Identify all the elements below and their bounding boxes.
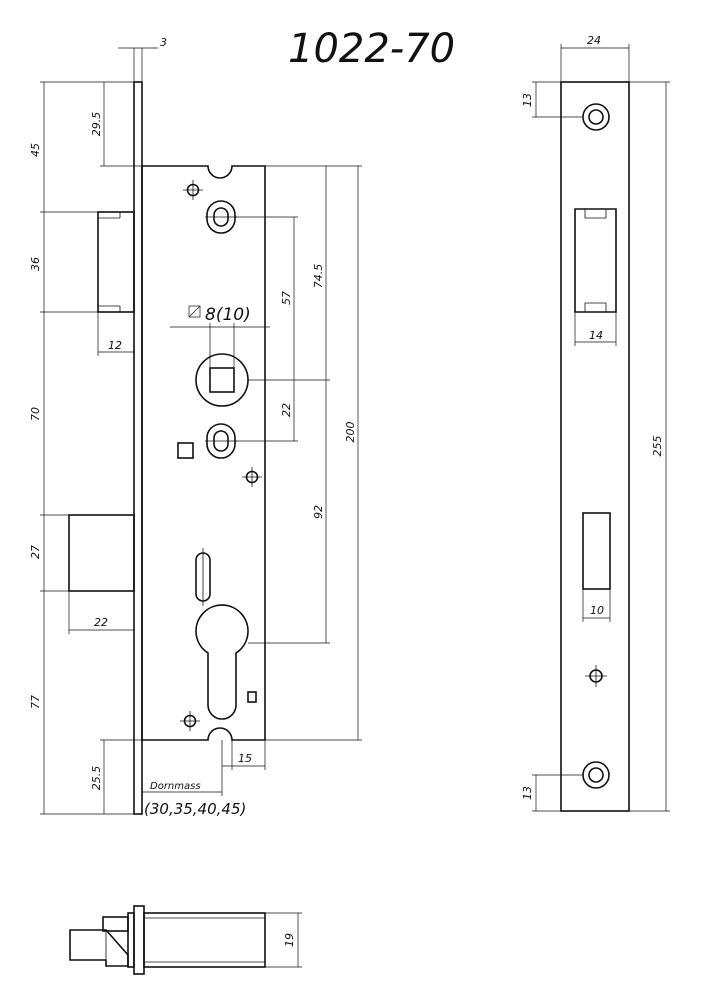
dim-latch-opening: 14 (589, 329, 603, 342)
dornmass-values: (30,35,40,45) (144, 800, 246, 818)
side-latch-opening (574, 208, 617, 313)
dim-spindle-to-latch: 57 (280, 291, 293, 305)
dim-spindle-to-top: 74.5 (312, 264, 325, 289)
bottom-case (143, 912, 266, 968)
spindle-hub (195, 353, 249, 407)
faceplate (133, 81, 143, 815)
dim-faceplate-thickness: 3 (160, 36, 167, 49)
dim-bolt-opening: 10 (590, 604, 604, 617)
dim-top-offset: 29.5 (90, 112, 103, 137)
dim-bolt-projection: 22 (94, 616, 108, 629)
front-dimensions: 3 45 36 70 27 77 29.5 12 22 25.5 (29, 36, 362, 818)
dim-latch-projection: 12 (108, 339, 122, 352)
dim-screw-bottom: 13 (521, 786, 534, 800)
drawing-title: 1022-70 (288, 26, 455, 72)
dim-backset-edge: 15 (238, 752, 252, 765)
side-view (560, 81, 630, 812)
front-view (68, 81, 266, 815)
bottom-dimensions: 19 (265, 912, 302, 968)
spindle-size: 8(10) (205, 305, 251, 325)
dim-spindle-to-slot: 22 (280, 403, 293, 417)
dim-bottom-offset: 25.5 (90, 766, 103, 791)
dornmass-label: Dornmass (150, 781, 201, 792)
deadbolt (68, 514, 135, 592)
dim-middle-gap: 70 (29, 407, 42, 421)
dim-latch-height: 36 (29, 257, 42, 271)
dim-total-length: 255 (651, 436, 664, 457)
bottom-faceplate (133, 905, 145, 975)
dim-bottom-block: 77 (29, 695, 42, 709)
dim-bolt-height: 27 (29, 545, 42, 559)
latch (97, 211, 135, 313)
side-dimensions: 24 13 14 10 13 255 (521, 34, 670, 812)
side-faceplate (560, 81, 630, 812)
spindle-square (209, 367, 235, 393)
dim-case-height: 200 (344, 422, 357, 443)
dim-top-block: 45 (29, 143, 42, 157)
bottom-view (69, 905, 266, 975)
lock-case (141, 165, 266, 741)
dim-faceplate-width: 24 (587, 34, 601, 47)
dim-thickness: 19 (283, 933, 296, 947)
dim-screw-top: 13 (521, 93, 534, 107)
cylinder-cutout (195, 604, 249, 720)
side-bolt-opening (582, 512, 611, 590)
dim-spindle-to-cylinder: 92 (312, 505, 325, 519)
